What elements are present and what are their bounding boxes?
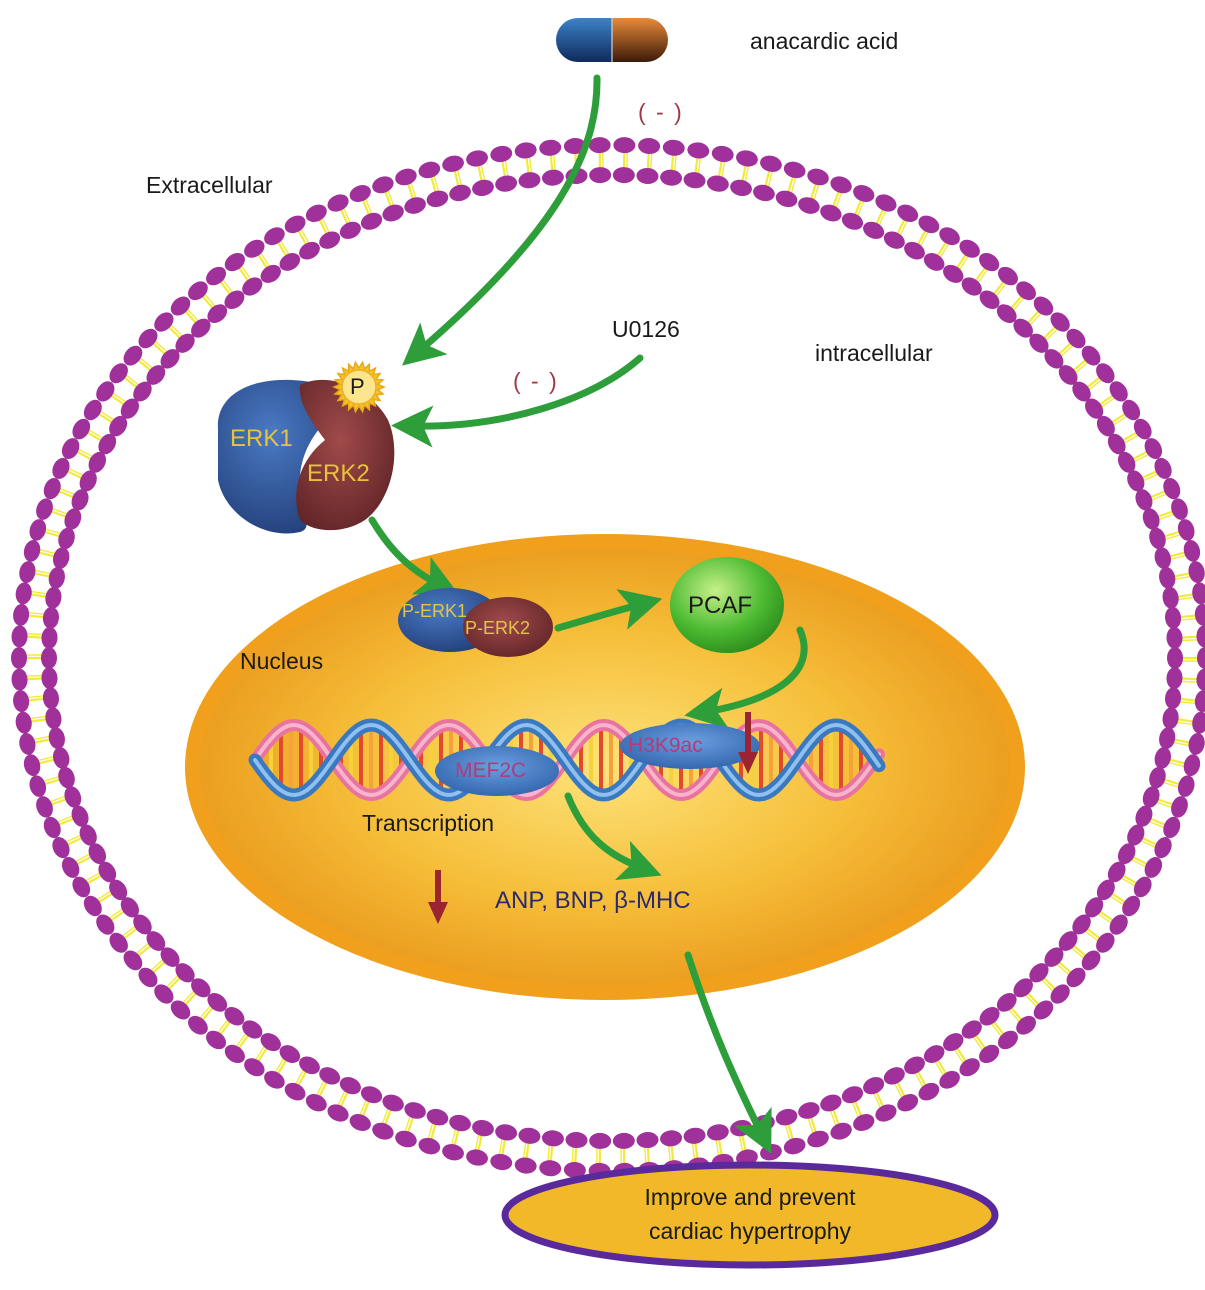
outcome-line-1: Improve and prevent [644,1184,856,1210]
arrow-mef2c-to-genes [564,792,662,881]
drug-inhibition-label: ( - ) [638,99,684,125]
outcome-line-2: cardiac hypertrophy [649,1218,851,1244]
h3k9ac-label: H3K9ac [628,734,703,757]
arrow-drug-to-erk [402,74,601,366]
pcaf-protein [670,557,784,653]
nucleus-body [200,549,1010,985]
down-arrow-icon [428,870,448,924]
erk1-label: ERK1 [230,425,293,452]
p-erk-complex [398,588,553,657]
mef2c-oval [435,746,559,796]
erk-complex [217,360,395,534]
h3k9ac-oval [620,723,760,769]
erk2-label: ERK2 [307,460,370,487]
phosphate-icon [332,360,386,414]
capsule-icon [556,18,668,62]
mef2c-label: MEF2C [455,759,527,782]
arrow-u0126-to-erk [391,354,644,448]
extracellular-label: Extracellular [146,172,273,198]
pcaf-label: PCAF [688,592,753,619]
p-erk1-label: P-ERK1 [402,601,468,621]
arrow-perk-to-pcaf [554,589,663,632]
intracellular-label: intracellular [815,340,933,366]
u0126-inhibition-label: ( - ) [513,368,559,394]
dna-helix [248,718,886,802]
u0126-label: U0126 [612,316,680,342]
arrow-genes-to-outcome [684,951,772,1154]
erk2-shape [296,379,395,531]
p-erk2-label: P-ERK2 [465,618,531,638]
transcription-label: Transcription [362,810,495,836]
arrow-pcaf-to-h3k9ac [684,626,808,730]
outcome-ellipse [501,1161,999,1269]
gene-list-label: ANP, BNP, β-MHC [495,887,691,914]
down-arrow-icon [738,712,758,774]
phosphate-label: P [350,374,365,399]
nucleus-label: Nucleus [240,648,324,674]
arrow-erk-to-nucleus [368,516,459,595]
drug-label: anacardic acid [750,28,899,54]
pathway-arrows [368,74,808,1154]
